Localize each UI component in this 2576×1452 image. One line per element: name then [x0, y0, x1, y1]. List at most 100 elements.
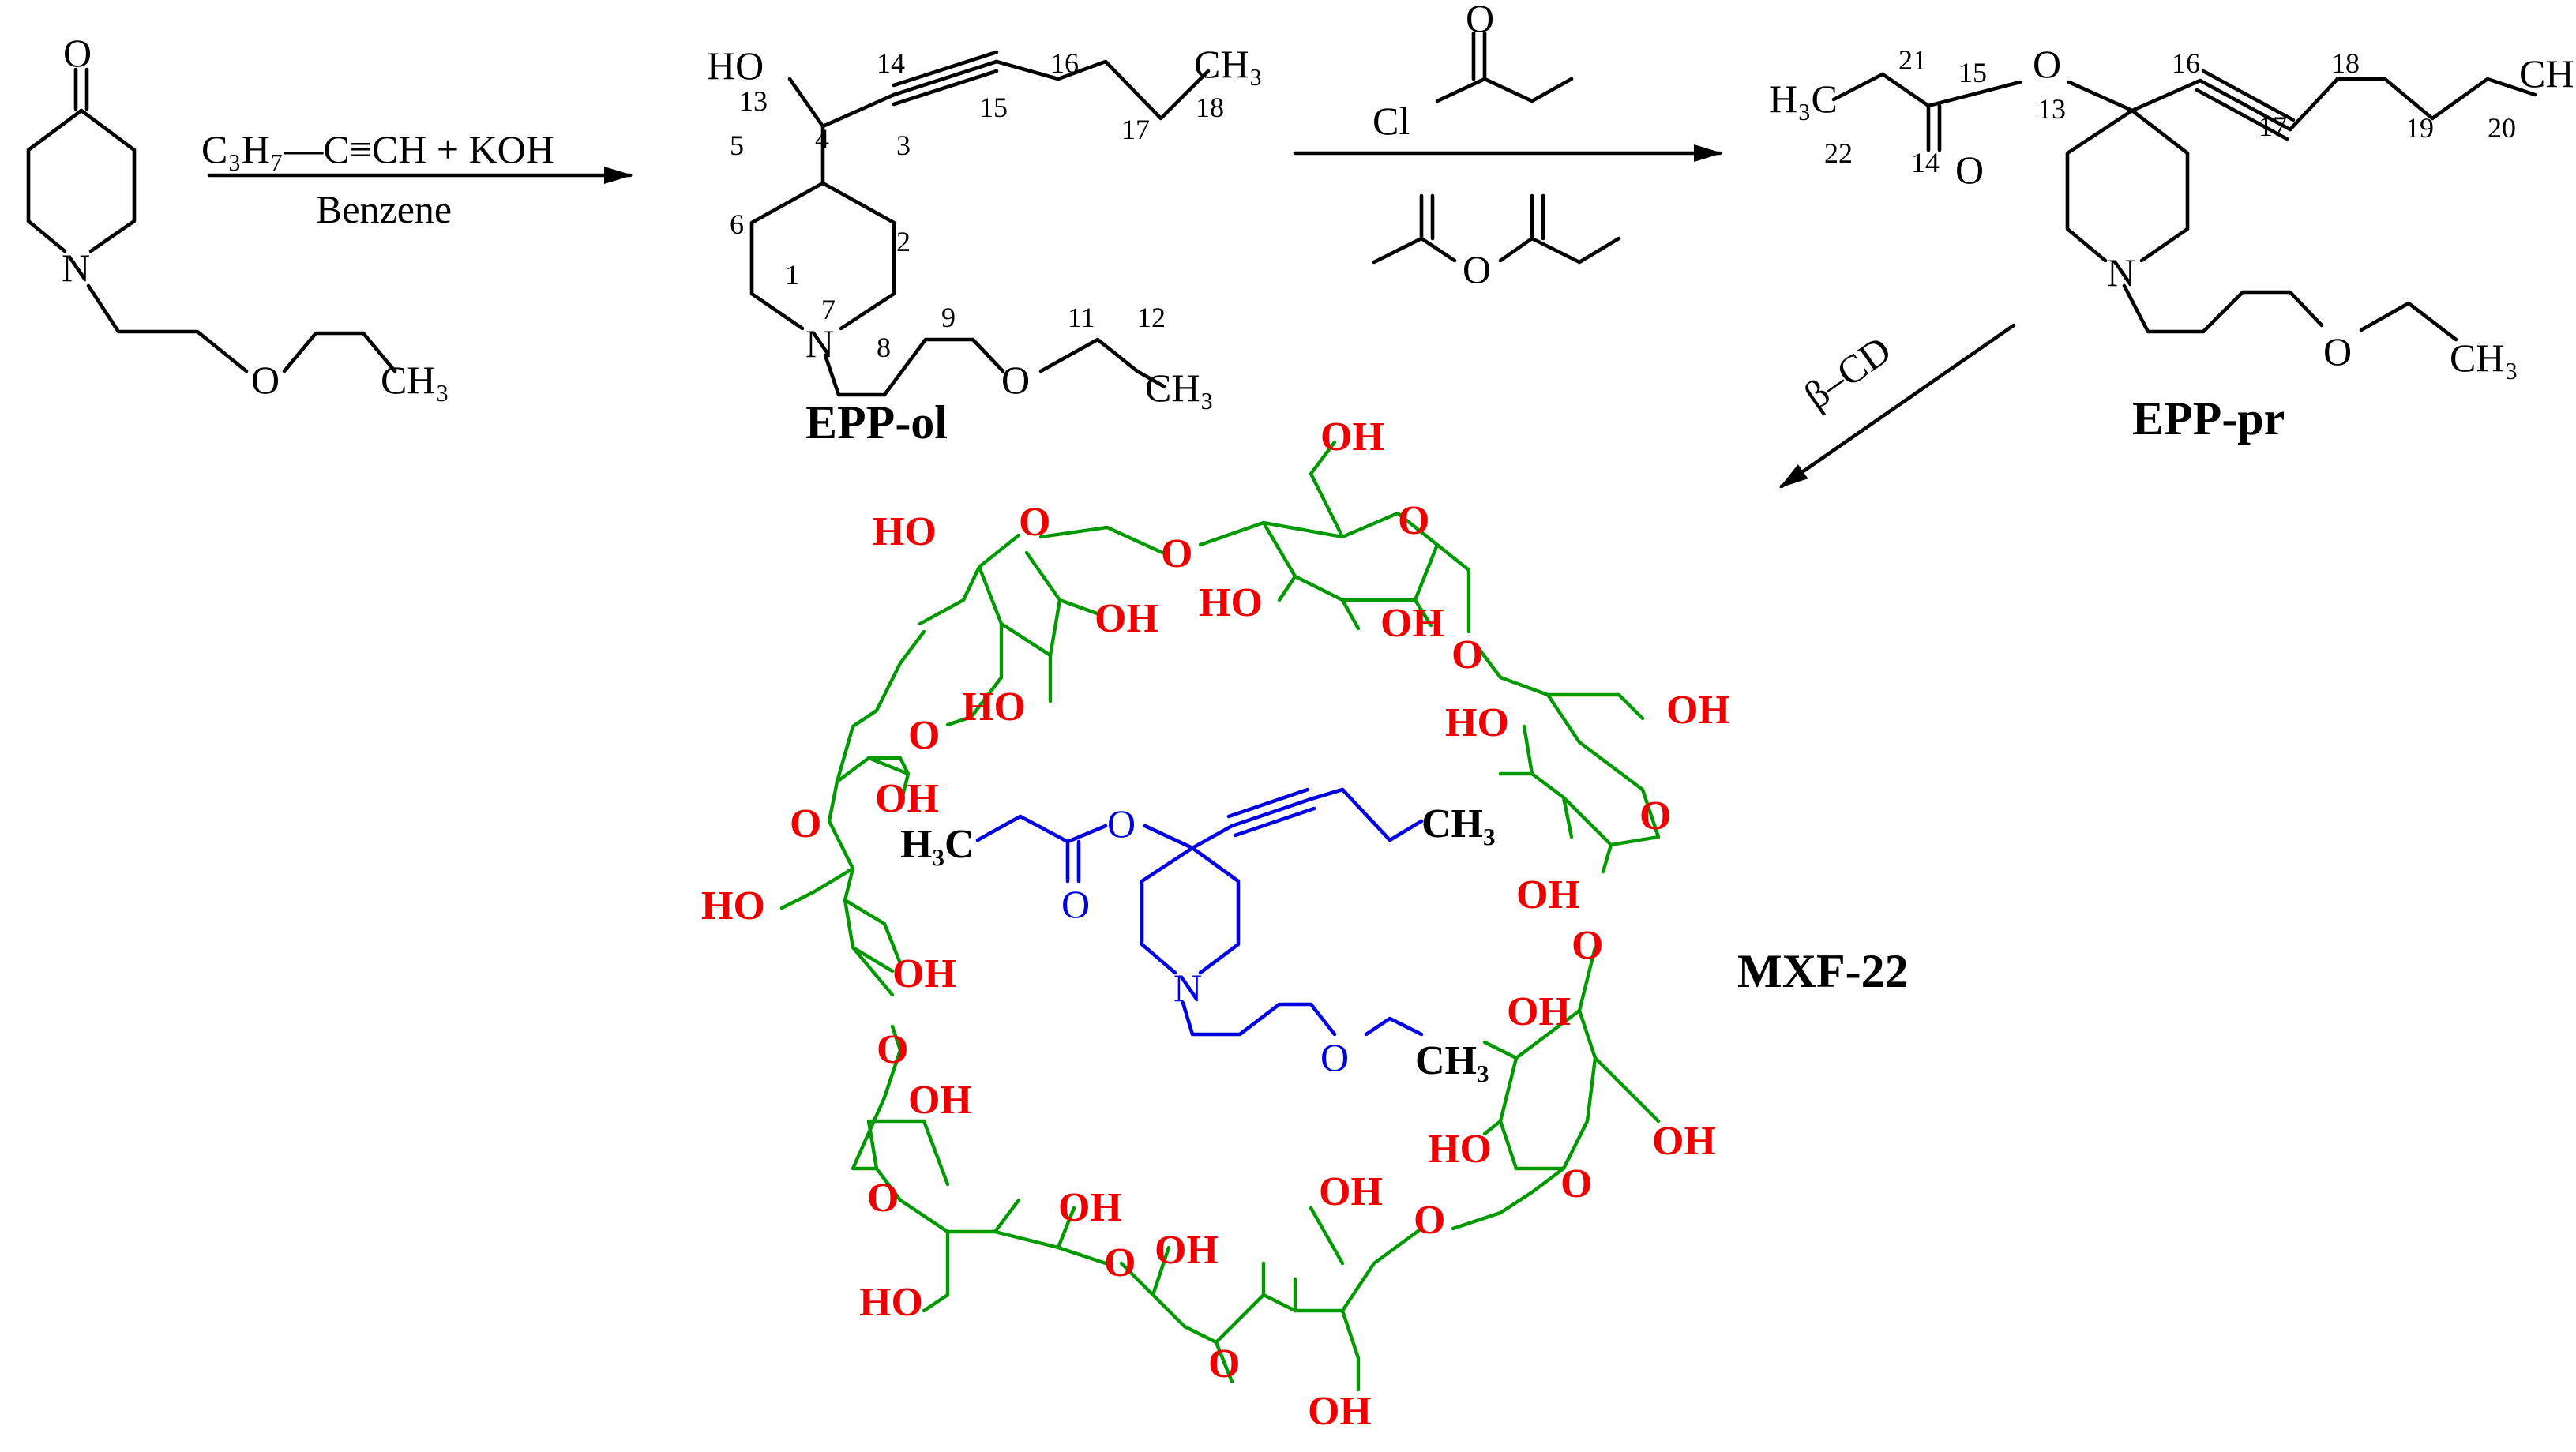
- epppr-num-17: 17: [2259, 111, 2287, 142]
- cd-hydroxyl: HO: [1445, 700, 1509, 745]
- eppol-num-4: 4: [815, 123, 829, 155]
- cd-hydroxyl: OH: [875, 776, 939, 821]
- eppol-num-11: 11: [1068, 302, 1095, 333]
- cd-ring-oxygen: O: [1019, 500, 1050, 545]
- eppol-num-12: 12: [1137, 302, 1166, 333]
- cd-ring-oxygen: O: [1398, 498, 1429, 543]
- cd-hydroxyl: HO: [701, 884, 765, 929]
- start-ether-oxygen: O: [251, 358, 280, 402]
- guest-carbonyl-oxygen: O: [1061, 882, 1090, 926]
- complex-label: MXF-22: [1737, 945, 1909, 997]
- step3-arrow: β–CD: [1778, 323, 2016, 489]
- cd-hydroxyl: OH: [1058, 1185, 1122, 1230]
- guest-terminal-bottom: CH₃: [1415, 1038, 1489, 1083]
- guest-ring-nitrogen: N: [1173, 966, 1202, 1010]
- eppol-terminal-bottom: CH₃: [1145, 366, 1214, 410]
- eppol-num-2: 2: [896, 226, 911, 257]
- eppol-num-6: 6: [730, 208, 744, 240]
- cd-hydroxyl: HO: [1428, 1127, 1492, 1172]
- epppr-num-13: 13: [2037, 93, 2066, 125]
- eppol-num-3: 3: [896, 129, 911, 161]
- step2-acyl-chloride-oxygen: O: [1466, 0, 1494, 40]
- guest-terminal-top: CH₃: [1421, 801, 1496, 846]
- eppol-num-14: 14: [877, 47, 905, 79]
- cd-ring-oxygen: O: [1639, 794, 1671, 839]
- eppol-terminal-top: CH₃: [1194, 42, 1263, 86]
- cd-hydroxyl: OH: [1308, 1389, 1372, 1434]
- start-ring-nitrogen: N: [62, 246, 90, 290]
- cd-hydroxyl: OH: [1320, 415, 1384, 460]
- step2-arrow: Cl O O: [1293, 0, 1723, 291]
- cd-hydroxyl: OH: [1666, 688, 1730, 733]
- epppr-num-16: 16: [2172, 47, 2200, 79]
- epppr-num-18: 18: [2331, 47, 2360, 79]
- epppr-num-21: 21: [1898, 44, 1927, 76]
- cd-hydroxyl: HO: [1199, 580, 1263, 625]
- cd-hydroxyl: OH: [1380, 601, 1444, 646]
- cd-hydroxyl: OH: [1319, 1169, 1383, 1214]
- eppol-num-13: 13: [739, 85, 768, 117]
- eppol-num-5: 5: [730, 129, 744, 161]
- epppr-num-15: 15: [1958, 57, 1987, 88]
- starting-piperidone: O N O CH₃: [26, 31, 449, 402]
- epppr-num-22: 22: [1824, 137, 1853, 169]
- compound-epp-ol: HO N O CH₃ CH₃ 1 2 3 4 5 6 7 8 9 11 12 1…: [707, 42, 1263, 448]
- epppr-label: EPP-pr: [2132, 392, 2285, 445]
- cd-ring-oxygen: O: [1104, 1240, 1136, 1285]
- cd-ring-oxygen: O: [867, 1176, 899, 1221]
- eppol-ether-oxygen: O: [1001, 358, 1030, 402]
- epppr-terminal-bottom: CH₃: [2450, 336, 2518, 380]
- cd-ring-oxygen: O: [1572, 923, 1603, 968]
- cd-ring-oxygen: O: [1414, 1198, 1445, 1243]
- epppr-ether-oxygen: O: [2323, 329, 2352, 373]
- step1-arrow: C₃H₇—C≡CH + KOH Benzene: [201, 127, 633, 231]
- eppol-num-1: 1: [785, 259, 799, 291]
- epppr-carbonyl-oxygen: O: [1955, 148, 1984, 192]
- eppol-num-8: 8: [877, 332, 891, 363]
- cd-hydroxyl: OH: [1095, 596, 1158, 641]
- cd-ring-oxygen: O: [790, 801, 821, 846]
- epppr-num-20: 20: [2488, 112, 2516, 144]
- epppr-ester-oxygen: O: [2033, 42, 2061, 86]
- cd-ring-oxygen: O: [1208, 1341, 1240, 1386]
- cd-hydroxyl: OH: [1516, 872, 1580, 917]
- cd-ring-oxygen: O: [877, 1027, 908, 1072]
- step2-anhydride-oxygen: O: [1463, 247, 1491, 291]
- start-terminal-methyl: CH₃: [381, 358, 449, 402]
- epppr-methyl: H₃C: [1769, 77, 1838, 121]
- cd-hydroxyl: HO: [873, 509, 937, 554]
- cd-ring-oxygen: O: [1560, 1161, 1592, 1206]
- step1-solvent: Benzene: [316, 187, 452, 231]
- cd-ring-oxygen: O: [1451, 632, 1483, 677]
- epppr-num-14: 14: [1911, 147, 1940, 178]
- cd-hydroxyl: OH: [892, 951, 956, 996]
- eppol-hydroxyl: HO: [707, 43, 764, 88]
- epppr-terminal-top: CH₃: [2519, 51, 2576, 96]
- cd-hydroxyl: OH: [1155, 1228, 1219, 1273]
- cd-hydroxyl: HO: [962, 685, 1026, 730]
- guest-ester-oxygen: O: [1107, 801, 1136, 846]
- guest-ether-oxygen: O: [1320, 1035, 1349, 1079]
- eppol-num-7: 7: [821, 294, 836, 325]
- step3-reagent: β–CD: [1796, 327, 1898, 418]
- start-carbonyl-oxygen: O: [63, 31, 92, 75]
- eppol-num-9: 9: [941, 302, 956, 333]
- epppr-num-19: 19: [2405, 112, 2434, 144]
- guest-molecule: H₃C O O N O CH₃ CH₃: [900, 787, 1496, 1083]
- cd-hydroxyl: OH: [1507, 989, 1571, 1034]
- cd-hydroxyl: OH: [908, 1078, 972, 1123]
- epppr-ring-nitrogen: N: [2107, 250, 2135, 295]
- cd-hydroxyl: OH: [1652, 1119, 1716, 1164]
- eppol-num-15: 15: [979, 92, 1008, 123]
- cd-ring-oxygen: O: [1161, 531, 1192, 576]
- eppol-label: EPP-ol: [805, 396, 948, 448]
- eppol-num-17: 17: [1121, 114, 1150, 145]
- step2-acyl-chloride-cl: Cl: [1372, 99, 1410, 143]
- guest-methyl: H₃C: [900, 822, 974, 867]
- compound-epp-pr: H₃C O O N O CH₃ CH₃ 13 14 15 16 17 18 19…: [1769, 42, 2576, 445]
- eppol-num-18: 18: [1196, 92, 1224, 123]
- cd-hydroxyl: HO: [859, 1280, 923, 1325]
- cyclodextrin-host: O O O O O O O O O O O O O O HO OH HO OH …: [701, 415, 1730, 1434]
- step1-reagent: C₃H₇—C≡CH + KOH: [201, 127, 554, 171]
